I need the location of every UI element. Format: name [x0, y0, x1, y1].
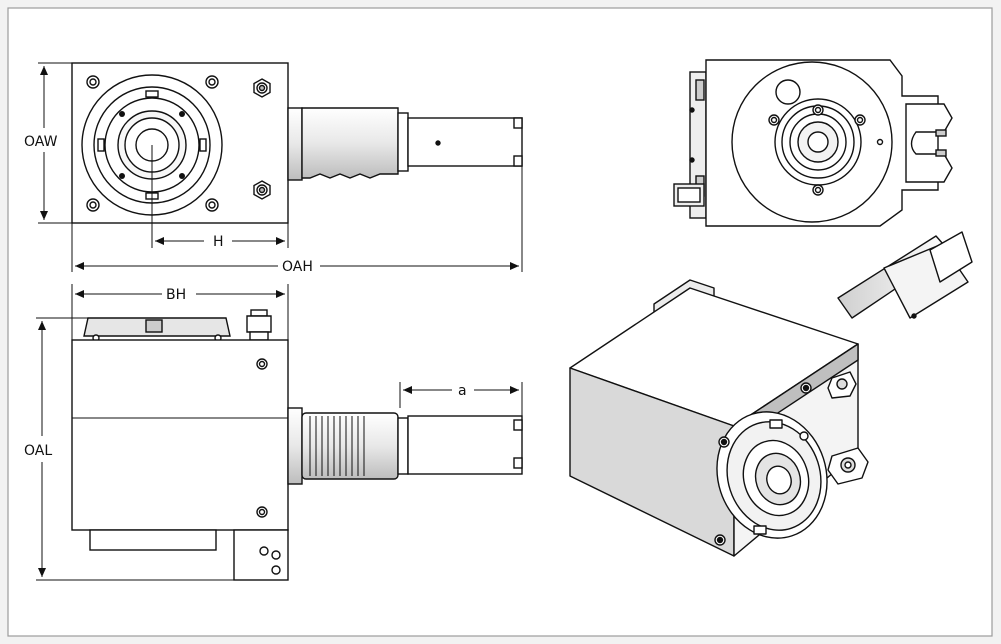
spline-ribs — [309, 416, 365, 476]
isometric-view — [569, 231, 973, 557]
top-view — [71, 62, 523, 224]
front-view-dimensions — [36, 284, 523, 581]
front-view — [71, 309, 523, 581]
label-oal: OAL — [24, 443, 52, 459]
collet-screws — [119, 111, 185, 179]
label-oaw: OAW — [24, 134, 58, 150]
corner-bolts — [86, 75, 219, 212]
label-bh: BH — [166, 287, 186, 303]
hex-fittings — [253, 78, 271, 200]
label-h: H — [213, 234, 224, 250]
top-view-dimensions — [38, 62, 523, 272]
side-view — [673, 59, 953, 227]
label-oah: OAH — [282, 259, 313, 275]
label-a: a — [458, 383, 467, 399]
